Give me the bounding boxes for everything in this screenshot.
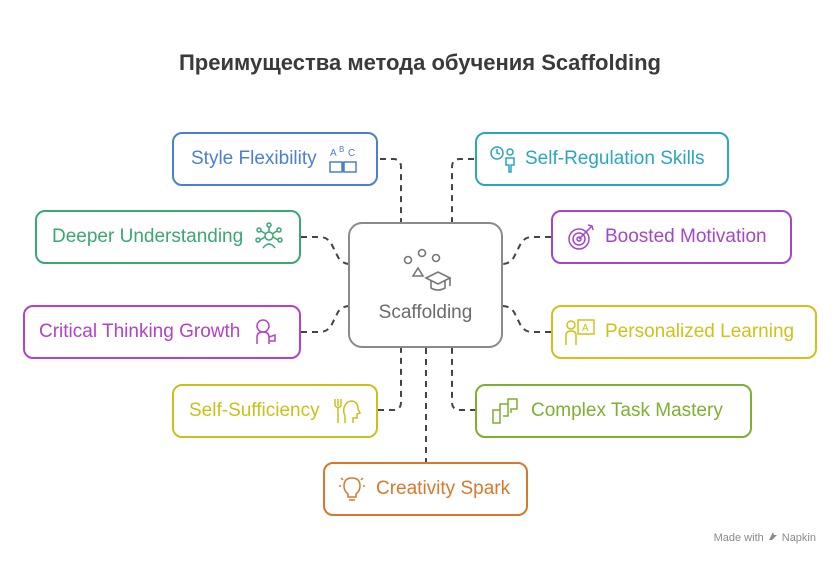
- node-style-flexibility: Style Flexibility A B C: [172, 132, 378, 186]
- connector-deeper-understanding: [301, 236, 351, 265]
- fork-head-icon: [331, 396, 361, 426]
- node-critical-thinking-growth: Critical Thinking Growth: [23, 305, 301, 359]
- node-label: Creativity Spark: [376, 478, 511, 499]
- node-label: Self-Sufficiency: [189, 400, 320, 421]
- connector-boosted-motivation: [501, 236, 551, 265]
- node-label: Critical Thinking Growth: [39, 321, 241, 342]
- svg-text:A: A: [582, 323, 589, 334]
- connector-complex-task: [451, 348, 476, 411]
- node-label: Complex Task Mastery: [531, 400, 723, 421]
- target-brain-icon: [566, 222, 596, 252]
- svg-text:A: A: [330, 148, 337, 159]
- connector-critical-thinking: [301, 305, 351, 333]
- node-creativity-spark: Creativity Spark: [323, 462, 528, 516]
- connector-style-flexibility: [380, 158, 402, 222]
- node-deeper-understanding: Deeper Understanding: [35, 210, 301, 264]
- node-label: Self-Regulation Skills: [525, 148, 705, 169]
- node-personalized-learning: A Personalized Learning: [551, 305, 817, 359]
- diagram-title: Преимущества метода обучения Scaffolding: [178, 50, 661, 75]
- made-with-text: Made with: [713, 531, 764, 544]
- connector-personalized-learning: [501, 305, 551, 333]
- central-node-label: Scaffolding: [378, 302, 473, 323]
- node-label: Boosted Motivation: [605, 226, 767, 247]
- clock-person-icon: [488, 144, 518, 174]
- connector-self-sufficiency: [378, 348, 402, 411]
- svg-text:B: B: [339, 145, 344, 154]
- napkin-brand-text: Napkin: [781, 531, 816, 544]
- node-boosted-motivation: Boosted Motivation: [551, 210, 792, 264]
- node-label: Style Flexibility: [191, 148, 317, 169]
- svg-text:C: C: [348, 148, 355, 159]
- puzzle-steps-icon: [490, 396, 520, 426]
- node-self-sufficiency: Self-Sufficiency: [172, 384, 378, 438]
- connector-self-regulation: [451, 158, 474, 222]
- abc-book-icon: A B C: [328, 144, 358, 174]
- made-with-napkin-badge[interactable]: Made with Napkin: [714, 531, 816, 544]
- node-label: Personalized Learning: [605, 321, 795, 342]
- node-self-regulation-skills: Self-Regulation Skills: [475, 132, 729, 186]
- central-node-scaffolding: Scaffolding: [348, 222, 503, 348]
- teacher-board-icon: A: [564, 317, 596, 347]
- brain-network-icon: [254, 222, 284, 252]
- lightbulb-icon: [337, 474, 367, 504]
- napkin-logo-icon: [768, 531, 778, 544]
- thinking-head-icon: [251, 317, 281, 347]
- node-label: Deeper Understanding: [52, 226, 244, 247]
- scaffolding-icon: [400, 246, 456, 299]
- node-complex-task-mastery: Complex Task Mastery: [475, 384, 752, 438]
